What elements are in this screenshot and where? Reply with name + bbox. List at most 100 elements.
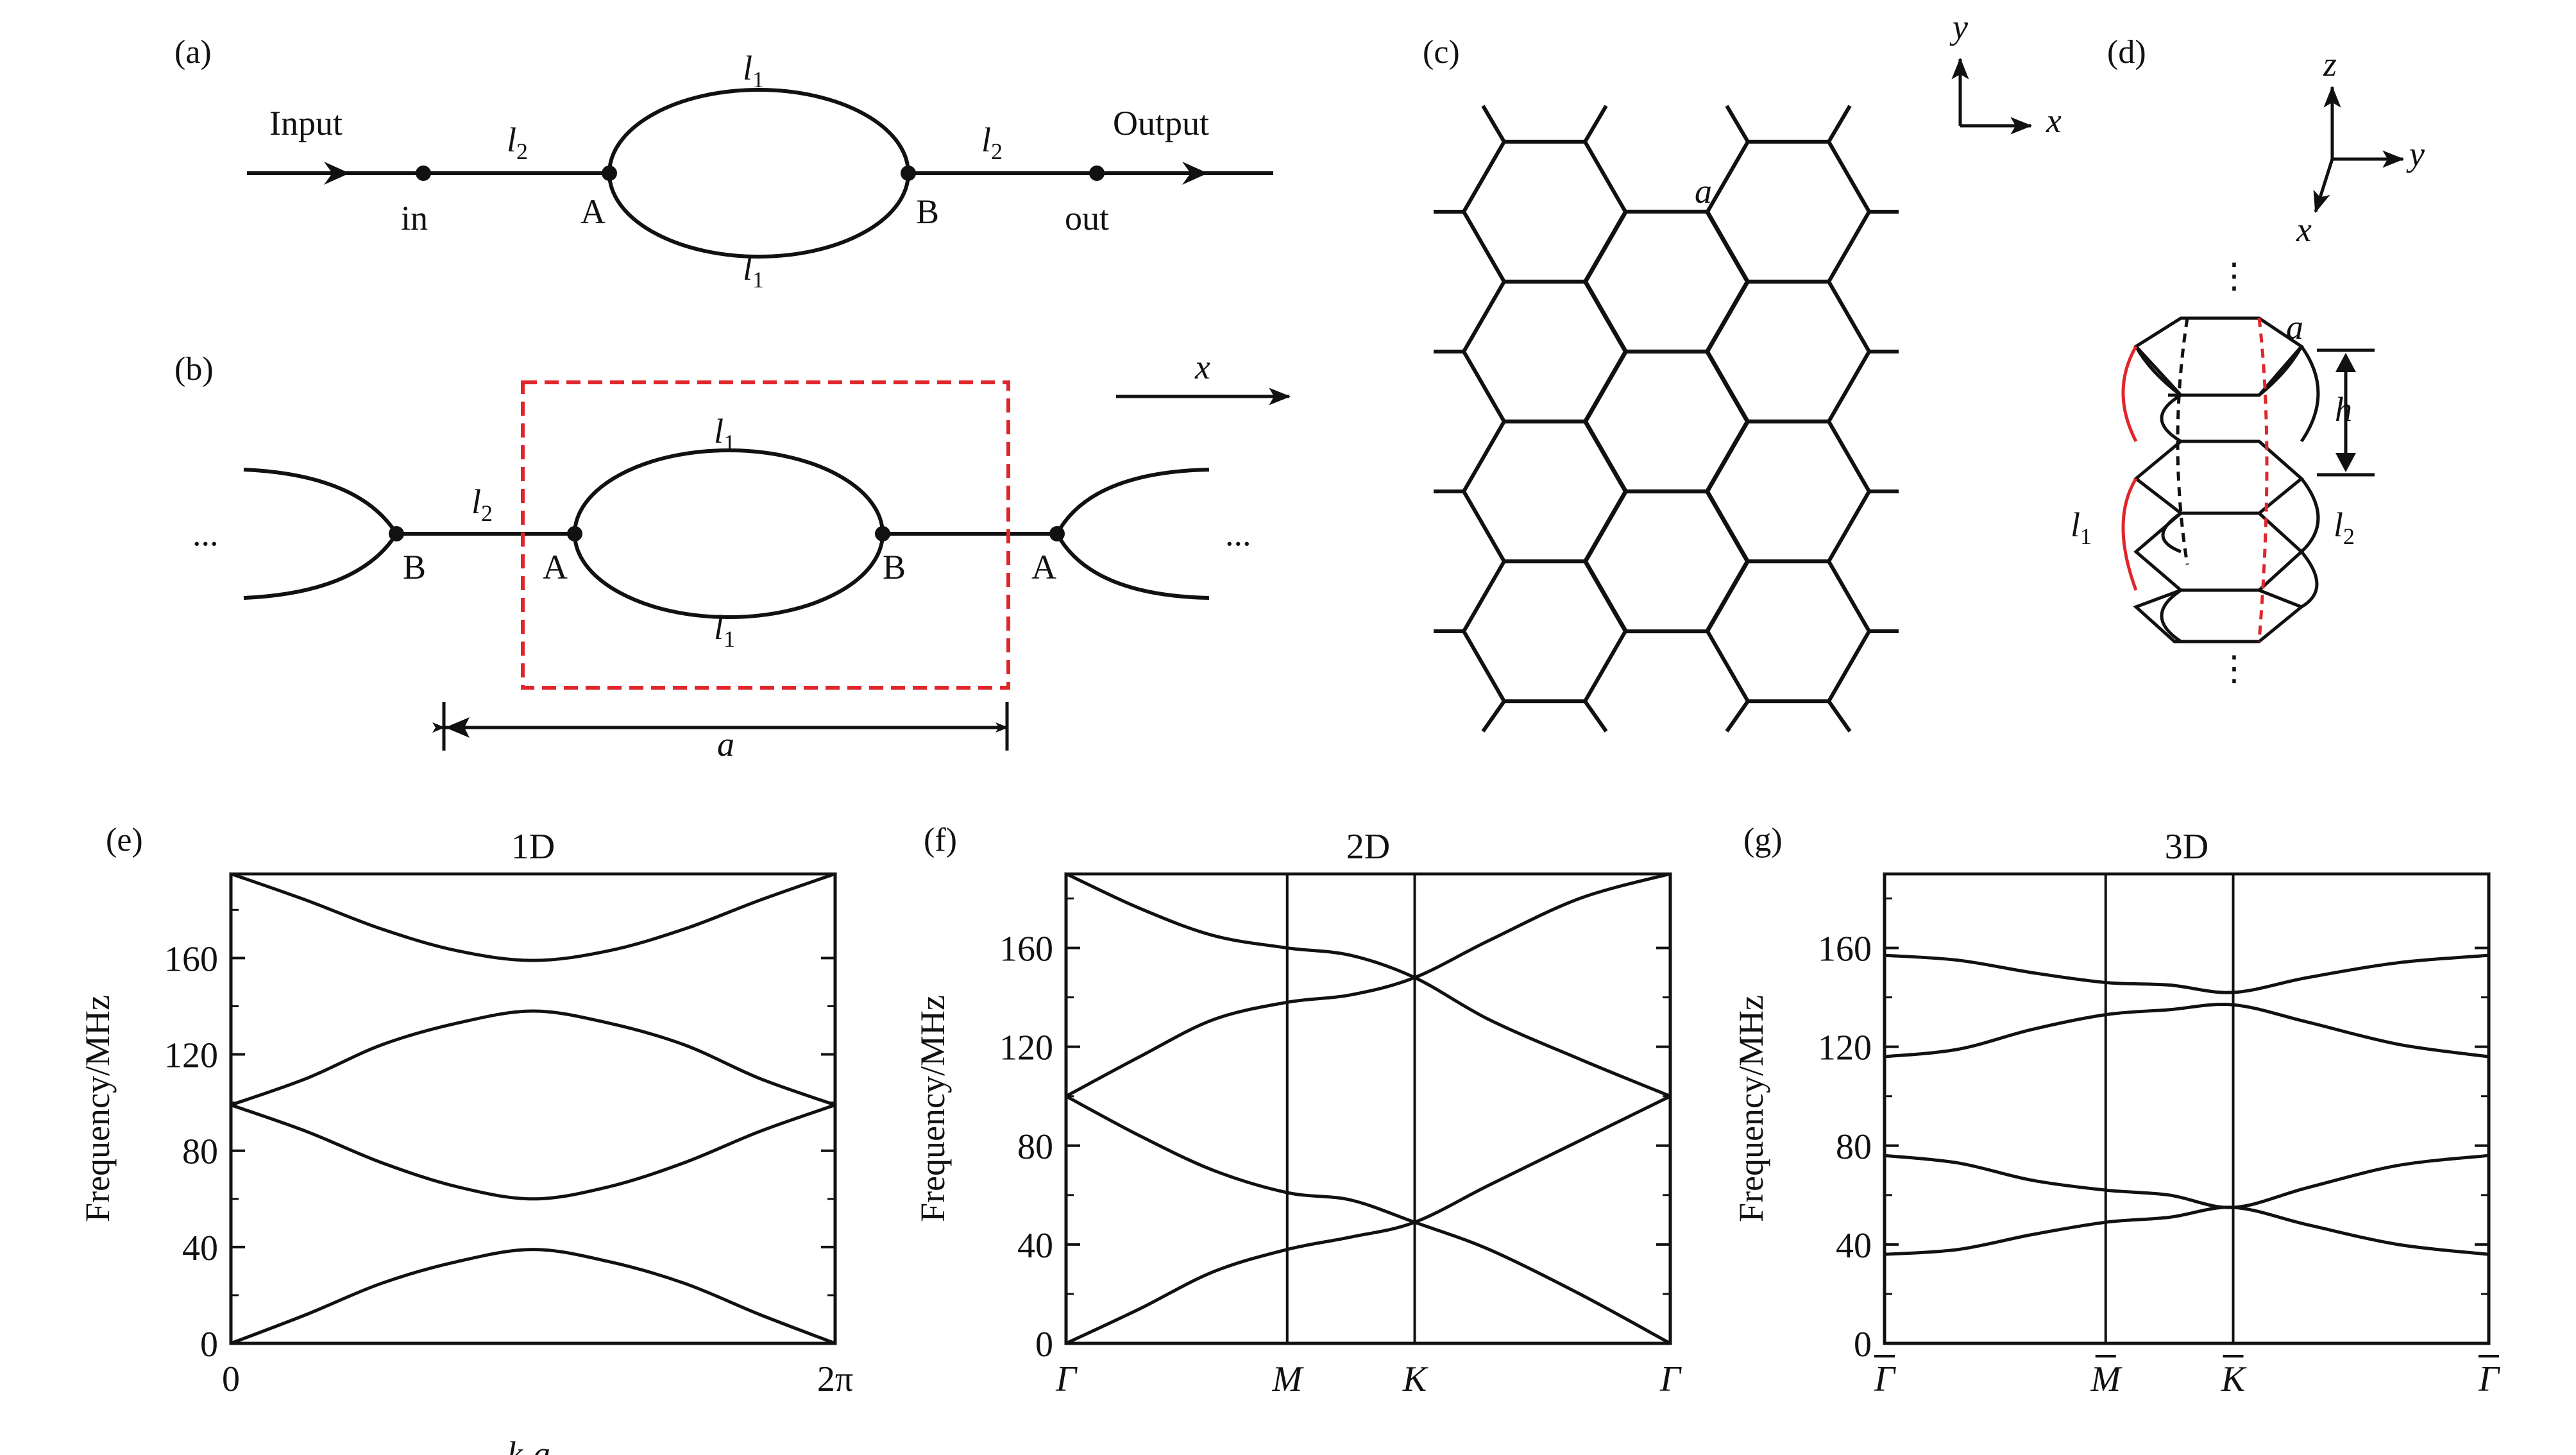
cell-ellipse: [573, 448, 885, 619]
lattice-stub: [1725, 105, 1750, 143]
y-axis-label: Frequency/MHz: [913, 995, 952, 1222]
input-label: Input: [269, 104, 343, 142]
chart-title: 2D: [1346, 827, 1390, 867]
band-line-4: [1884, 953, 2489, 994]
right-arc-bottom: [1055, 532, 1210, 600]
ring-ellipse: [607, 88, 910, 259]
hexagon-cell: [1705, 559, 1872, 704]
arm-right-label: l2: [981, 121, 1003, 164]
x-direction-label: x: [1194, 348, 1210, 386]
panel-label-c: (c): [1423, 34, 1460, 71]
panel-label-d: (d): [2107, 34, 2146, 71]
chart-title: 3D: [2165, 827, 2208, 867]
arm-label: l2: [471, 482, 493, 526]
right-arc-top: [1055, 468, 1210, 535]
band-line-1: [230, 1248, 836, 1345]
output-label: Output: [1113, 104, 1209, 142]
x-axis-arrow: [2313, 158, 2334, 214]
y-tick-label: 160: [164, 939, 218, 979]
node-B2-label: B: [883, 548, 906, 586]
node-out-label: out: [1065, 199, 1109, 237]
band-line-2: [230, 1103, 836, 1201]
y-tick-label: 40: [182, 1229, 218, 1268]
l2-label: l2: [2334, 506, 2355, 549]
plot-frame: [1883, 872, 2491, 1345]
lattice-constant-label: a: [717, 725, 734, 763]
y-tick-label: 40: [1017, 1226, 1053, 1266]
lattice-stub: [1583, 700, 1608, 733]
band-line-2: [1065, 1094, 1672, 1345]
y-tick-label: 80: [1017, 1127, 1053, 1167]
node-A1-dot: [567, 526, 582, 541]
left-arc-top: [243, 468, 398, 535]
node-A-label: A: [580, 192, 606, 231]
ellipsis-left: ...: [192, 515, 219, 553]
node-in-dot: [416, 166, 431, 181]
dimension-arrow-left-icon: [445, 717, 470, 738]
x-tick-label: Γ: [1874, 1359, 1896, 1399]
x-tick-label: Γ: [1659, 1359, 1682, 1399]
band-line-2: [1884, 1153, 2489, 1209]
x-tick-label: K: [2221, 1359, 2247, 1399]
node-B-label: B: [916, 192, 939, 231]
lattice-stub: [1481, 700, 1506, 733]
tube-structure: [2133, 316, 2320, 643]
y-tick-label: 0: [1035, 1325, 1053, 1365]
x-tick-label: Γ: [2478, 1359, 2500, 1399]
z-axis-label: z: [2323, 45, 2337, 83]
node-A2-label: A: [1031, 548, 1056, 586]
tube-highlight-red: [2121, 318, 2269, 642]
node-in-label: in: [401, 199, 428, 237]
height-arrow-down-icon: [2335, 453, 2356, 472]
x-tick-label: Γ: [1055, 1359, 1078, 1399]
node-B1-label: B: [403, 548, 426, 586]
arc-bottom-label: l1: [743, 249, 764, 293]
band-line-3: [230, 1009, 836, 1107]
plot-frame: [229, 872, 837, 1345]
panel-d: (d) z y x ⋮ ⋮: [2071, 34, 2425, 688]
y-tick-label: 80: [182, 1132, 218, 1172]
node-A-dot: [602, 166, 617, 181]
plot-frame: [1064, 872, 1672, 1345]
hexagon-cell: [1583, 349, 1750, 494]
y-tick-label: 0: [200, 1325, 218, 1365]
panel-label-a: (a): [174, 34, 212, 71]
panel-a: (a) Input Output in A B out l2 l2 l1 l1: [174, 34, 1273, 293]
height-arrow-up-icon: [2335, 353, 2356, 372]
band-line-1: [1884, 1205, 2489, 1256]
y-tick-label: 120: [164, 1036, 218, 1076]
honeycomb-lattice: [1434, 105, 1899, 733]
hexagon-cell: [1583, 489, 1750, 634]
x-axis-label: kxa: [507, 1434, 550, 1455]
ellipsis-right: ...: [1225, 515, 1251, 553]
y-tick-label: 0: [1854, 1325, 1872, 1365]
y-tick-label: 120: [999, 1028, 1053, 1068]
y-tick-label: 80: [1836, 1127, 1872, 1167]
panel-label-f: (f): [924, 822, 957, 858]
panel-c: (c) y x a: [1423, 8, 2062, 733]
hexagon-cell: [1461, 279, 1628, 424]
node-B2-dot: [875, 526, 890, 541]
y-axis-label: Frequency/MHz: [78, 995, 117, 1222]
band-line-3: [1065, 872, 1671, 1098]
node-A2-dot: [1049, 526, 1065, 541]
band-line-1: [1065, 1094, 1672, 1345]
hexagon-cell: [1461, 419, 1628, 564]
frame-cover: [1065, 866, 1672, 872]
unit-cell-box: [521, 380, 1010, 690]
lattice-stub: [1725, 700, 1750, 733]
x-tick-label: 0: [222, 1359, 240, 1399]
lattice-stub: [1583, 105, 1608, 143]
hexagon-cell: [1705, 419, 1872, 564]
hexagon-cell: [1461, 139, 1628, 284]
arc-bottom-label: l1: [714, 608, 735, 652]
arc-top-label: l1: [714, 412, 735, 455]
lattice-constant-label: a: [2286, 308, 2303, 346]
x-tick-label: K: [1402, 1359, 1428, 1399]
frame-cover: [1883, 866, 2490, 872]
height-label: h: [2335, 390, 2352, 429]
node-B-dot: [901, 166, 916, 181]
lattice-stub: [1481, 105, 1506, 143]
